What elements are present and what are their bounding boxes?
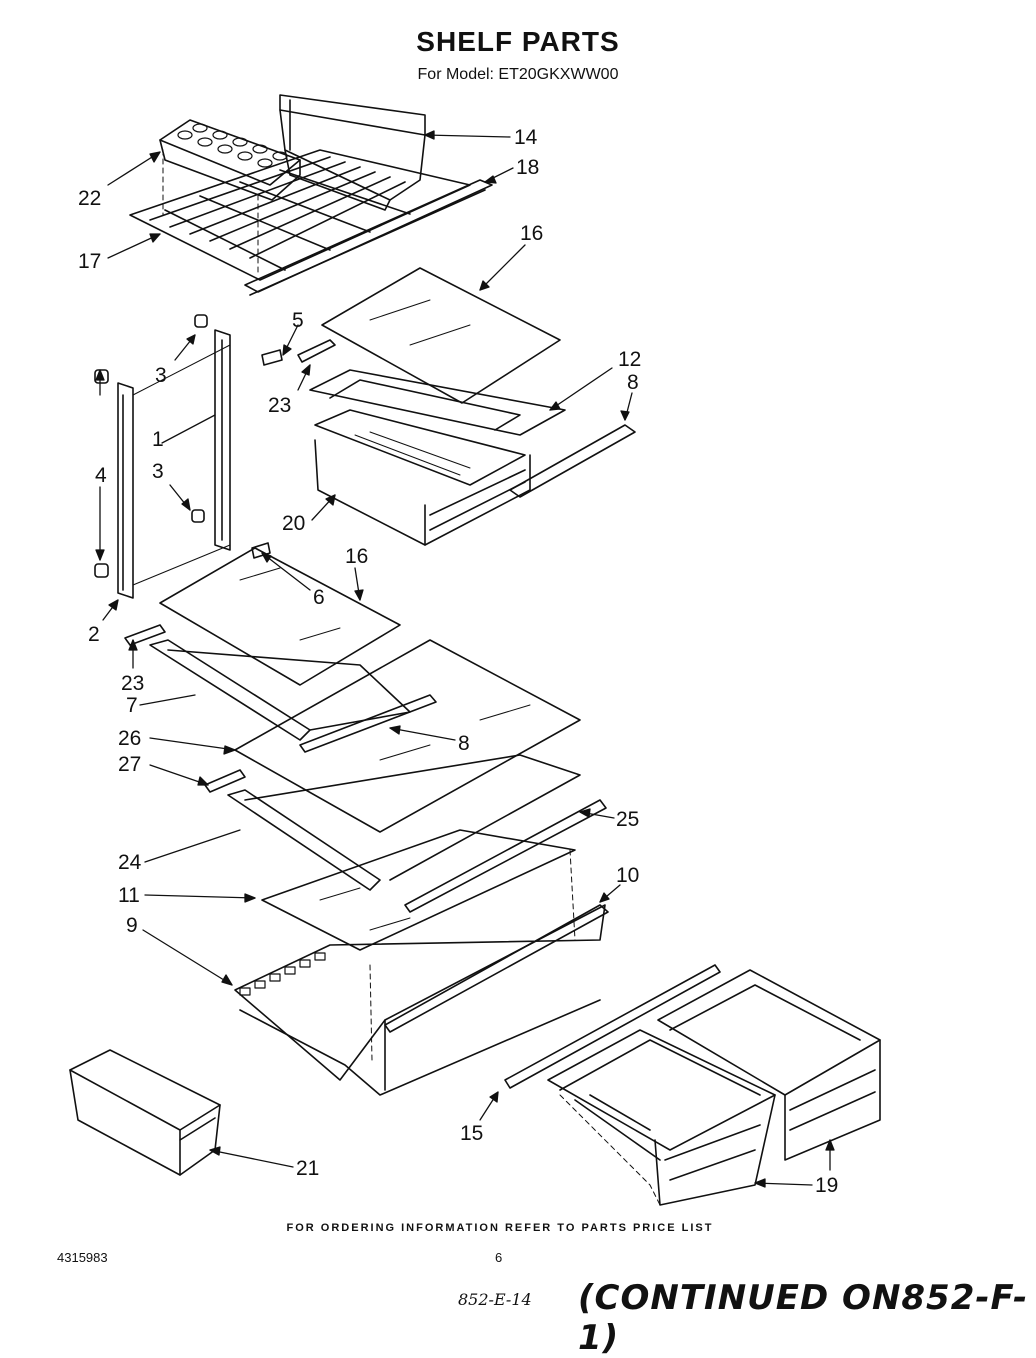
callout-23b: 23 — [121, 672, 144, 695]
callout-2: 2 — [88, 623, 100, 646]
callout-20: 20 — [282, 512, 305, 535]
page-title: SHELF PARTS — [416, 26, 620, 57]
wire-shelf — [129, 149, 471, 281]
callout-16a: 16 — [520, 222, 543, 245]
callout-16b: 16 — [345, 545, 368, 568]
door-bin-bottom — [69, 1049, 221, 1176]
callout-10: 10 — [616, 864, 639, 887]
shelf-frame-24 — [204, 754, 607, 913]
shelf-frame-7 — [124, 624, 437, 753]
callout-5: 5 — [292, 309, 304, 332]
glass-shelf-26 — [234, 639, 581, 833]
center-rail-15 — [504, 964, 721, 1089]
callout-9: 9 — [126, 914, 138, 937]
callout-8a: 8 — [627, 371, 639, 394]
ice-tray — [159, 119, 301, 201]
callout-17: 17 — [78, 250, 101, 273]
ordering-footer: FOR ORDERING INFORMATION REFER TO PARTS … — [286, 1222, 714, 1234]
callout-labels: 22 17 14 18 16 5 3 23 12 8 1 4 3 20 16 6… — [78, 126, 838, 1197]
callout-1: 1 — [152, 428, 164, 451]
callout-7: 7 — [126, 694, 138, 717]
glass-shelf-lower — [159, 547, 401, 686]
door-bin-top — [279, 94, 426, 211]
callout-6: 6 — [313, 586, 325, 609]
callout-23a: 23 — [268, 394, 291, 417]
document-number: 4315983 — [57, 1250, 108, 1265]
callout-15: 15 — [460, 1122, 483, 1145]
model-subtitle: For Model: ET20GKXWW00 — [417, 66, 619, 83]
callout-19: 19 — [815, 1174, 838, 1197]
page-number: 6 — [495, 1250, 503, 1265]
crisper-drawers — [547, 969, 881, 1206]
callout-12: 12 — [618, 348, 641, 371]
callout-3b: 3 — [152, 460, 164, 483]
callout-3a: 3 — [155, 364, 167, 387]
crisper-frame — [234, 849, 609, 1096]
leader-lines — [95, 130, 835, 1188]
callout-14: 14 — [514, 126, 538, 149]
callout-4: 4 — [95, 464, 107, 487]
callout-22: 22 — [78, 187, 101, 210]
callout-27: 27 — [118, 753, 141, 776]
meat-drawer-assembly — [297, 339, 636, 546]
front-trim-rail-18 — [244, 179, 493, 296]
glass-shelf-upper — [321, 267, 561, 404]
callout-21: 21 — [296, 1157, 319, 1180]
callout-25: 25 — [616, 808, 639, 831]
continued-note: (CONTINUED ON852-F-1) — [578, 1278, 1029, 1358]
callout-26: 26 — [118, 727, 141, 750]
callout-8b: 8 — [458, 732, 470, 755]
handwritten-reference: 852-E-14 — [458, 1290, 532, 1309]
crisper-cover-glass — [261, 829, 576, 951]
exploded-parts-diagram: 22 17 14 18 16 5 3 23 12 8 1 4 3 20 16 6… — [69, 94, 881, 1206]
callout-11: 11 — [118, 884, 140, 907]
callout-18: 18 — [516, 156, 539, 179]
shelf-supports — [94, 314, 283, 599]
callout-24: 24 — [118, 851, 142, 874]
